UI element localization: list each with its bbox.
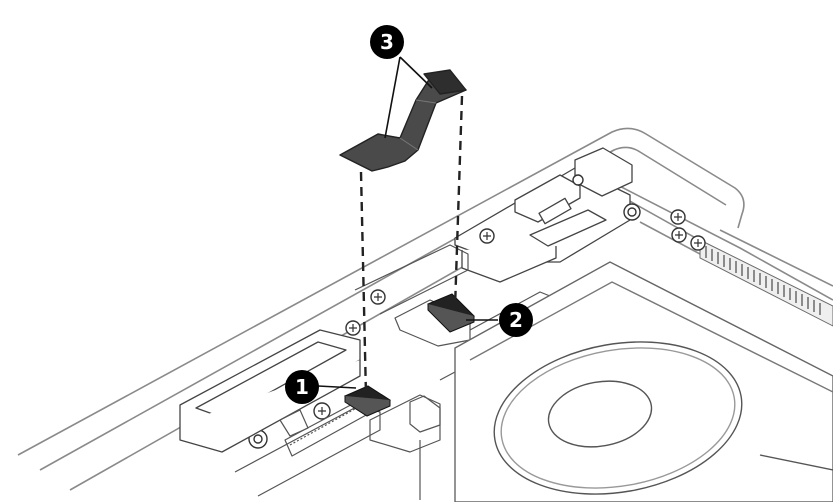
callout-1-label: 1 xyxy=(295,375,309,399)
connector-1 xyxy=(343,385,392,417)
callout-2-label: 2 xyxy=(509,308,523,332)
flat-cable xyxy=(339,69,467,172)
callout-leaders xyxy=(317,56,498,389)
screw-icon xyxy=(671,227,687,243)
screw-icon xyxy=(370,289,386,305)
vent-grille xyxy=(699,239,833,327)
callout-1: 1 xyxy=(285,370,319,404)
screw-icon xyxy=(623,203,641,221)
io-board xyxy=(454,147,633,283)
screw-icon xyxy=(572,174,584,186)
screw-icon xyxy=(690,235,706,251)
screw-icon xyxy=(670,209,686,225)
callout-2: 2 xyxy=(499,303,533,337)
screw-icon xyxy=(479,228,495,244)
screws xyxy=(248,174,706,449)
fan xyxy=(454,261,833,502)
callout-3: 3 xyxy=(370,25,404,59)
screw-icon xyxy=(345,320,361,336)
alignment-lines xyxy=(359,95,464,397)
connector-2 xyxy=(427,293,475,333)
screw-icon xyxy=(313,402,331,420)
callout-3-label: 3 xyxy=(380,30,394,54)
